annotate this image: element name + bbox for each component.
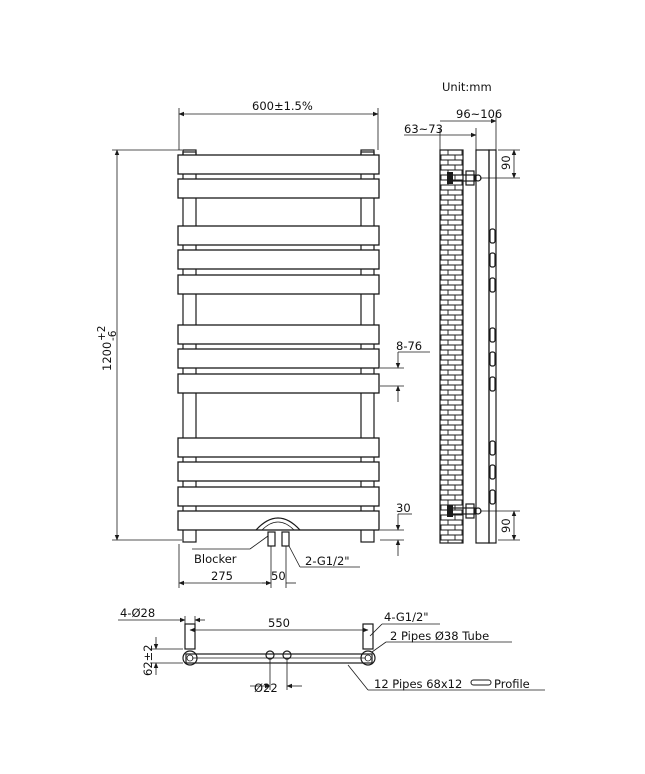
height-dim-label: 1200 [100,342,114,371]
flat-bar [177,373,380,394]
flat-bar [177,178,380,199]
pipe-dia-dim-label: Ø22 [254,681,278,695]
thread-dim-label: 4-G1/2" [384,610,429,624]
bottom-dim-label: 30 [396,501,411,515]
flat-bar [177,154,380,175]
height-dim-tol-minus: -6 [107,330,119,341]
blocker-dome [255,517,301,531]
pipes-label: 2 Pipes Ø38 Tube [390,629,489,643]
flat-bar [177,461,380,482]
brick-wall [439,149,464,544]
right-wall-mount [362,623,374,650]
flat-bar [177,249,380,270]
bar-ends [489,228,496,505]
inlet-dim-label: 2-G1/2" [305,554,350,568]
center-dim-label: 550 [268,616,290,630]
right-vertical-pipe [360,151,375,543]
bottom-profile [185,653,373,664]
side-pipe [475,149,490,544]
wall-gap-dim-label: 63~73 [404,122,443,136]
mount-dim-label: 4-Ø28 [120,606,155,620]
bar-gap-dim-label: 8-76 [396,339,422,353]
pipe-spacing-dim-label: 50 [271,569,286,583]
right-end-pipe [360,650,376,666]
width-dim-label: 600±1.5% [252,99,313,113]
flat-bar [177,486,380,507]
side-view: 63~73 96~106 90 90 [404,107,520,544]
left-wall-mount [184,623,196,650]
offset-dim-label: 275 [211,569,233,583]
depth-dim-label: 96~106 [456,107,502,121]
profile-suffix-label: Profile [494,677,530,691]
top-bracket [447,170,482,186]
height-62-dim-label: 62±2 [141,644,155,676]
flat-bar [177,225,380,246]
unit-label: Unit:mm [442,80,492,94]
flat-bar [177,348,380,369]
bottom-view: 4-Ø28 550 4-G1/2" 2 Pipes Ø38 Tube 62±2 … [118,606,545,695]
flat-bar [177,510,380,531]
bottom-bracket-dim-label: 90 [499,518,513,533]
front-view: 600±1.5% 1200 +2 -6 8-76 30 Blocker 2-G1… [96,99,430,588]
blocker-label: Blocker [194,552,237,566]
flat-bars [177,154,380,531]
flat-bar [177,274,380,295]
left-valve [267,531,276,547]
height-dim-tol-plus: +2 [96,326,108,341]
flat-bar [177,437,380,458]
left-vertical-pipe [182,151,197,543]
right-valve [281,531,290,547]
top-bracket-dim-label: 90 [499,155,513,170]
profile-icon [470,679,492,686]
flat-bar [177,324,380,345]
profile-label: 12 Pipes 68x12 [374,677,462,691]
left-end-pipe [182,650,198,666]
